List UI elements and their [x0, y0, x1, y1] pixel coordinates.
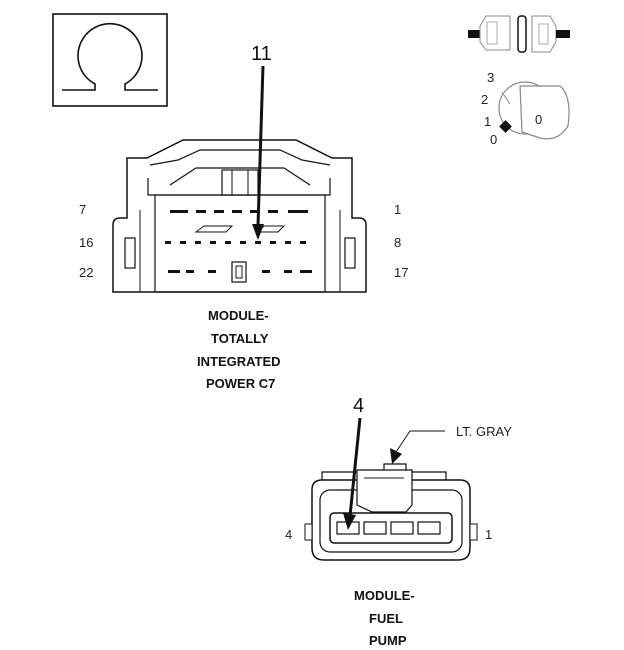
fuel-pump-connector [304, 463, 478, 561]
ohm-symbol-icon [52, 13, 168, 107]
tipm-pin-label-16: 16 [79, 235, 93, 250]
tipm-name-line-4: POWER C7 [206, 376, 275, 391]
ignition-pos-2: 2 [481, 92, 488, 107]
fuel-pump-pin-label-4: 4 [285, 527, 292, 542]
tipm-callout-arrow [252, 65, 265, 240]
tipm-name-line-3: INTEGRATED [197, 354, 281, 369]
fuel-pump-name-line-1: MODULE- [354, 588, 415, 603]
ignition-key-icon: 3 2 1 0 0 [481, 70, 570, 147]
tipm-pin-label-22: 22 [79, 265, 93, 280]
tipm-callout-pin: 11 [251, 43, 272, 65]
fuel-pump-name-line-3: PUMP [369, 633, 407, 648]
tipm-name-line-2: TOTALLY [211, 331, 269, 346]
ignition-pos-1: 1 [484, 114, 491, 129]
tipm-pin-label-8: 8 [394, 235, 401, 250]
fuel-pump-color-label: LT. GRAY [456, 424, 512, 439]
tipm-pin-label-17: 17 [394, 265, 408, 280]
fuel-pump-name-line-2: FUEL [369, 611, 403, 626]
tipm-pin-label-7: 7 [79, 202, 86, 217]
tipm-name-line-1: MODULE- [208, 308, 269, 323]
ignition-pos-0: 0 [490, 132, 497, 147]
fuel-pump-pin-label-1: 1 [485, 527, 492, 542]
disconnected-connector-icon [468, 15, 570, 53]
ignition-pos-3: 3 [487, 70, 494, 85]
ignition-key-value: 0 [535, 112, 542, 127]
tipm-pin-label-1: 1 [394, 202, 401, 217]
fuel-pump-callout-arrow [343, 417, 362, 530]
tipm-connector [112, 139, 367, 293]
lt-gray-leader [390, 430, 445, 464]
fuel-pump-callout-pin: 4 [353, 395, 364, 417]
